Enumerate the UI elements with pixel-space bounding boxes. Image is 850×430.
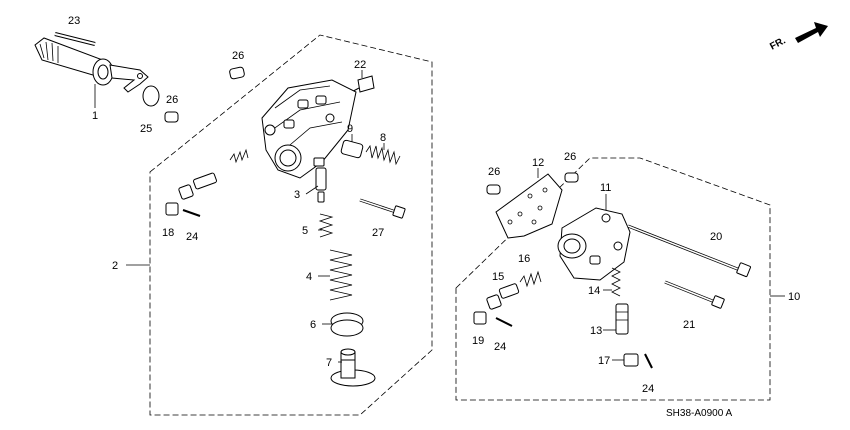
- ring-6: [330, 312, 364, 337]
- pin-23: [54, 32, 96, 46]
- callout-13: 13: [590, 325, 602, 337]
- callout-18: 18: [162, 227, 174, 239]
- valve-left-18: [165, 172, 217, 217]
- callout-20: 20: [710, 231, 722, 243]
- valve-3: [313, 157, 327, 203]
- bolt-20: [627, 224, 752, 278]
- front-direction-label: FR.: [768, 35, 788, 52]
- callout-5: 5: [302, 225, 308, 237]
- callout-6: 6: [310, 319, 316, 331]
- callout-15: 15: [492, 271, 504, 283]
- callout-23: 23: [68, 15, 80, 27]
- callout-3: 3: [294, 189, 300, 201]
- callout-22: 22: [354, 59, 366, 71]
- control-shaft-1: [34, 37, 149, 93]
- bolt-27: [359, 198, 406, 219]
- servo-valve-body-11: [557, 207, 631, 281]
- spring-4: [329, 249, 353, 301]
- callout-11: 11: [600, 182, 611, 194]
- dowel-pin-26b: [164, 111, 179, 123]
- callout-24-c: 24: [642, 383, 654, 395]
- callout-17: 17: [598, 355, 610, 367]
- callout-labels: 23 1 25 26 26 22 9 8 3 5 27 4 6 7 2 18 2…: [68, 15, 800, 395]
- cap-17: [623, 353, 653, 369]
- callout-10: 10: [788, 291, 800, 303]
- separator-plate-12: [495, 173, 563, 239]
- callout-2: 2: [112, 260, 118, 272]
- callout-8: 8: [380, 132, 386, 144]
- callout-1: 1: [92, 110, 98, 122]
- callout-25: 25: [140, 123, 152, 135]
- callout-19: 19: [472, 335, 484, 347]
- callout-14: 14: [588, 285, 600, 297]
- bolt-21: [664, 280, 725, 309]
- callout-21: 21: [683, 319, 695, 331]
- dowel-pin-26a: [229, 66, 245, 80]
- piston-7: [330, 348, 376, 387]
- callout-16: 16: [518, 253, 530, 265]
- sleeve-9: [340, 139, 364, 159]
- callout-26-c: 26: [488, 166, 500, 178]
- spring-8: [365, 144, 401, 166]
- spring-5: [318, 213, 334, 238]
- callout-27: 27: [372, 227, 384, 239]
- dowel-pin-26d: [564, 172, 579, 183]
- front-direction-arrow: FR.: [768, 22, 828, 53]
- callout-26-a: 26: [232, 50, 244, 62]
- valve-body-10-outline: [455, 157, 771, 401]
- diagram-code: SH38-A0900 A: [666, 408, 732, 419]
- spring-16: [519, 270, 542, 288]
- valve-body-2-outline: [149, 34, 433, 416]
- small-spring-left: [229, 148, 249, 164]
- callout-24-a: 24: [186, 231, 198, 243]
- valve-13: [615, 303, 629, 335]
- leader-lines: [94, 70, 785, 363]
- callout-9: 9: [347, 123, 353, 135]
- callout-24-b: 24: [494, 341, 506, 353]
- valve-15: [473, 283, 520, 327]
- callout-26-d: 26: [564, 151, 576, 163]
- callout-26-b: 26: [166, 94, 178, 106]
- dowel-pin-26c: [486, 184, 501, 195]
- o-ring-25: [142, 85, 160, 107]
- servo-valve-body-2: [261, 79, 357, 179]
- callout-12: 12: [532, 157, 544, 169]
- callout-4: 4: [306, 271, 312, 283]
- callout-7: 7: [326, 357, 332, 369]
- spring-14: [611, 267, 621, 297]
